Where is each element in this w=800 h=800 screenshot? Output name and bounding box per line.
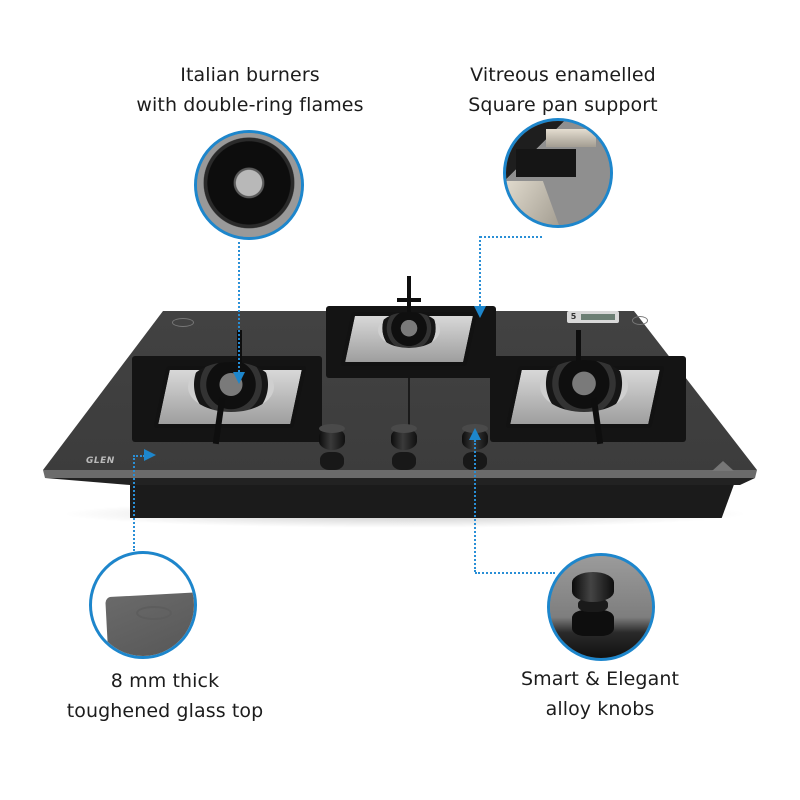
- pan-support-prong: [397, 298, 421, 302]
- caption-line: Italian burners: [180, 64, 320, 86]
- glass-corner-shape: [105, 590, 194, 656]
- caption-pan-support: Vitreous enamelled Square pan support: [448, 60, 678, 120]
- caption-line: toughened glass top: [66, 700, 264, 722]
- energy-badge: 5: [567, 311, 619, 323]
- glass-divider: [408, 378, 410, 438]
- caption-line: alloy knobs: [545, 698, 655, 720]
- arrow-down-icon: [474, 306, 486, 318]
- arrow-up-icon: [469, 428, 481, 440]
- connector-knobs-vertical: [474, 440, 476, 572]
- knob-neck-shape: [578, 598, 608, 612]
- connector-knobs: [475, 572, 555, 574]
- caption-line: with double-ring flames: [136, 94, 364, 116]
- emblem-right-icon: [632, 316, 648, 325]
- pan-support-prong: [407, 276, 411, 316]
- badge-number: 5: [570, 312, 577, 321]
- arrow-right-icon: [144, 449, 156, 461]
- caption-knobs: Smart & Elegant alloy knobs: [500, 664, 700, 724]
- plate-corner-shape: [546, 129, 596, 147]
- pan-support-closeup-icon: [503, 118, 613, 228]
- knob-closeup-icon: [547, 553, 655, 661]
- caption-line: 8 mm thick: [110, 670, 220, 692]
- emblem-icon: [136, 606, 172, 620]
- burner-left: [188, 362, 274, 412]
- knob-left[interactable]: [319, 424, 345, 450]
- knob-reflection: [320, 452, 344, 470]
- brand-logo: GLEN: [86, 456, 115, 466]
- glass-edge-closeup-icon: [89, 551, 197, 659]
- burner-right: [540, 360, 628, 412]
- burner-closeup-icon: [194, 130, 304, 240]
- knob-center[interactable]: [391, 424, 417, 450]
- caption-italian-burners: Italian burners with double-ring flames: [120, 60, 380, 120]
- caption-line: Smart & Elegant: [520, 668, 680, 690]
- burner-ring-image: [197, 133, 301, 237]
- support-bracket-shape: [516, 149, 576, 177]
- connector-glass-top-horizontal: [133, 455, 145, 457]
- knob-cap-shape: [572, 572, 614, 602]
- connector-pan-support: [480, 236, 542, 238]
- burner-center: [378, 312, 440, 348]
- connector-glass-top: [133, 455, 135, 551]
- badge-bar: [581, 314, 615, 320]
- caption-line: Square pan support: [468, 94, 658, 116]
- isi-emblem-icon: [172, 318, 194, 327]
- arrow-down-icon: [233, 372, 245, 384]
- caption-glass-top: 8 mm thick toughened glass top: [50, 666, 280, 726]
- pan-support-prong: [576, 330, 581, 366]
- connector-burner: [238, 242, 240, 372]
- knob-reflection-shape: [572, 610, 614, 636]
- connector-pan-support-vertical: [479, 236, 481, 306]
- knob-reflection: [392, 452, 416, 470]
- caption-line: Vitreous enamelled: [470, 64, 656, 86]
- warning-triangle-icon: [712, 461, 734, 471]
